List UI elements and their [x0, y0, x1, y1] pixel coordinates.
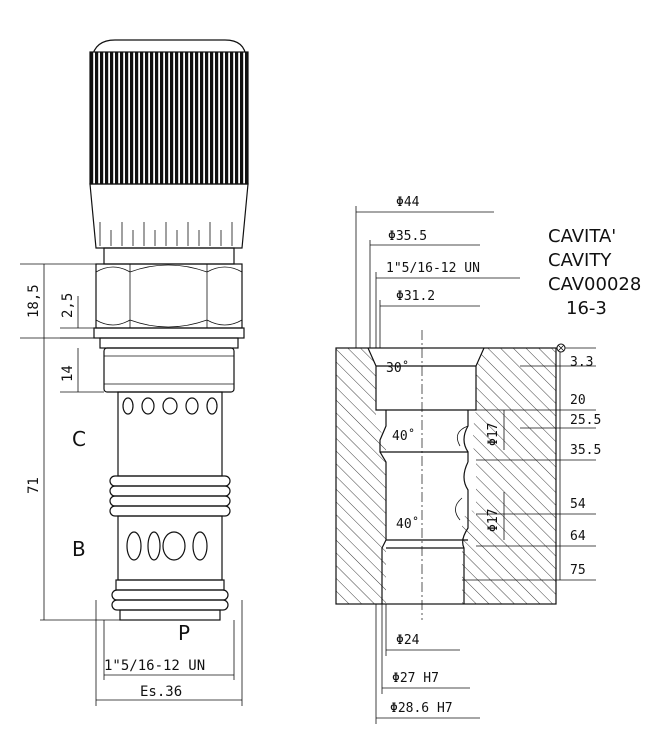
- port-p-label: P: [178, 621, 190, 645]
- dim-length: 71: [26, 477, 42, 494]
- valve-thread-label: 1"5/16-12 UN: [104, 658, 205, 674]
- depth-3-3: 3.3: [570, 355, 593, 370]
- angle-40-upper: 40˚: [392, 428, 415, 444]
- knurled-knob: [89, 51, 249, 185]
- depth-dimensions: [462, 347, 596, 581]
- angle-40-lower: 40˚: [396, 516, 419, 532]
- valve-vertical-dimensions: [20, 263, 130, 621]
- port-c-label: C: [72, 427, 86, 451]
- cartridge-valve: C B P 18,5 2,5 14 71 1"5/16-: [20, 39, 249, 706]
- valve-bottom-dimensions: [95, 600, 243, 706]
- dia-44: Φ44: [396, 195, 420, 210]
- dia-28-6-h7: Φ28.6 H7: [390, 701, 453, 716]
- dia-24: Φ24: [396, 633, 420, 648]
- p-seal-grooves: [111, 589, 229, 611]
- c-port-holes: [122, 397, 218, 415]
- port-b-label: B: [72, 537, 86, 561]
- cavity-block: [335, 347, 557, 605]
- port-dia-lower: Φ17: [486, 509, 501, 532]
- dia-27-h7: Φ27 H7: [392, 671, 439, 686]
- cavity-thread: 1"5/16-12 UN: [386, 261, 480, 276]
- dia-31-2: Φ31.2: [396, 289, 435, 304]
- valve-hex-label: Es.36: [140, 684, 182, 700]
- angle-30: 30˚: [386, 360, 409, 376]
- cavity-section: Φ44 Φ35.5 1"5/16-12 UN Φ31.2 30˚ 40˚ 40˚…: [335, 195, 641, 724]
- cavity-title-line4: 16-3: [566, 298, 607, 319]
- dim-top: 18,5: [26, 284, 42, 318]
- dim-hex: 2,5: [60, 293, 76, 318]
- depth-25-5: 25.5: [570, 413, 601, 428]
- depth-75: 75: [570, 563, 586, 578]
- depth-54: 54: [570, 497, 586, 512]
- cavity-title-line3: CAV00028: [548, 274, 641, 295]
- port-dia-upper: Φ17: [486, 423, 501, 446]
- hex-body: [95, 263, 243, 329]
- cavity-bottom-dimensions: [375, 604, 480, 724]
- cavity-block-hatch: [336, 348, 556, 604]
- dia-35-5: Φ35.5: [388, 229, 427, 244]
- depth-64: 64: [570, 529, 586, 544]
- cavity-title-line2: CAVITY: [548, 250, 612, 271]
- depth-20: 20: [570, 393, 586, 408]
- cavity-title-line1: CAVITA': [548, 226, 616, 247]
- cavity-profile: [367, 347, 485, 604]
- b-port-holes: [126, 531, 208, 561]
- knob-collar: [89, 183, 249, 249]
- flange: [93, 327, 245, 339]
- collar-ticks: [99, 222, 233, 246]
- lock-nut: [103, 247, 235, 265]
- body-c: [117, 391, 223, 477]
- thread-section: [103, 347, 235, 393]
- dim-thread: 14: [60, 365, 76, 382]
- depth-35-5: 35.5: [570, 443, 601, 458]
- cavity-top-dimensions: [355, 206, 520, 348]
- knob-top: [91, 39, 247, 59]
- b-seal-grooves: [109, 475, 231, 517]
